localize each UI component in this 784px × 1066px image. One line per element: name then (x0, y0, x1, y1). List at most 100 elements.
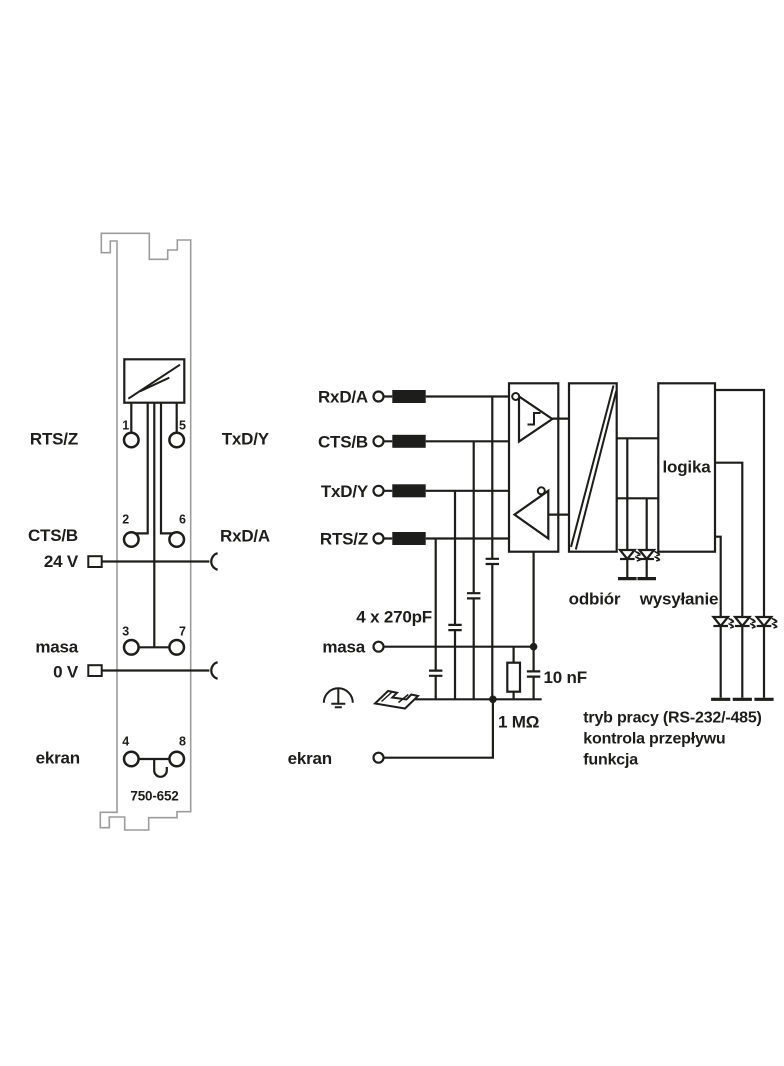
led-icon (638, 548, 662, 563)
input-row-rxd-a (372, 390, 513, 403)
pin-2-contact (122, 530, 140, 549)
terminal-circle (372, 390, 385, 403)
converter-diagonal-line (127, 363, 181, 400)
pin-7-contact (168, 638, 186, 656)
pin-number-1: 1 (122, 419, 129, 433)
wire-mode-2 (715, 461, 744, 617)
branch-capacitors-270pf (429, 396, 499, 700)
terminal-circle (372, 532, 385, 545)
input-label-rxd-a: RxD/A (318, 388, 368, 407)
power-converter-box (123, 358, 186, 404)
ekran-label: ekran (288, 749, 332, 768)
wire-pin6-stem (159, 402, 174, 535)
cap-branch-txd (448, 490, 462, 700)
supply-24v-terminal (87, 552, 219, 571)
module-label-ekran: ekran (36, 748, 80, 767)
input-label-txd-y: TxD/Y (321, 482, 369, 501)
filter-block (392, 484, 426, 498)
module-label-0v: 0 V (53, 662, 79, 681)
note-flow-control: kontrola przepływu (583, 731, 725, 748)
output-node-circle (536, 486, 546, 496)
cap-branch-rts (429, 538, 443, 700)
pin-1-contact (122, 431, 140, 449)
led-icon (712, 615, 736, 630)
receiver-triangle (517, 394, 555, 444)
led-stems (719, 626, 766, 698)
pin-number-5: 5 (179, 419, 186, 433)
module-label-txd-y: TxD/Y (222, 429, 270, 448)
pin-4-contact (122, 750, 140, 768)
pin-number-8: 8 (179, 735, 186, 749)
isolation-block (567, 382, 618, 553)
earth-bus (415, 695, 542, 704)
cap-branch-rxd (485, 396, 499, 700)
led-receive-label: odbiór (569, 589, 621, 608)
masa-label: masa (322, 638, 365, 657)
hysteresis-icon (527, 412, 541, 426)
module-label-24v: 24 V (44, 552, 79, 571)
input-node-circle (511, 392, 521, 401)
status-led-send (616, 497, 662, 581)
supply-square-icon (87, 555, 103, 569)
resistor-1mohm (506, 661, 522, 693)
led-icon (755, 615, 779, 630)
spring-contact-icon (210, 661, 219, 680)
module-label-cts-b: CTS/B (28, 526, 78, 545)
input-label-cts-b: CTS/B (318, 432, 368, 451)
filter-block (392, 434, 426, 448)
logic-label: logika (663, 458, 712, 477)
converter-diagonal-line-2 (139, 376, 170, 393)
wire (616, 437, 659, 550)
note-function: funkcja (583, 752, 638, 769)
filter-block (392, 532, 426, 545)
module-label-rts-z: RTS/Z (30, 429, 78, 448)
isolation-diagonal-1 (570, 385, 615, 548)
pin-number-7: 7 (179, 624, 186, 638)
terminal-circle (372, 435, 385, 448)
capacitor-270pf-label: 4 x 270pF (356, 608, 432, 627)
cap-branch-cts (467, 441, 481, 700)
shield-hook-icon (153, 759, 168, 778)
wire-ekran (383, 699, 494, 759)
spring-contact-icon (210, 552, 219, 571)
wire-pin2-stem (134, 402, 149, 535)
pin-number-6: 6 (179, 512, 186, 526)
module-label-masa: masa (35, 638, 78, 657)
led-icon (618, 548, 642, 563)
capacitor-10nf (526, 646, 541, 700)
supply-0v-terminal (87, 661, 219, 680)
module-drawing: RTS/Z CTS/B 24 V masa 0 V ekran TxD/Y Rx… (28, 232, 270, 831)
pin-number-2: 2 (122, 512, 129, 526)
pin-number-3: 3 (122, 624, 129, 638)
pin-6-contact (168, 530, 186, 549)
pin-3-contact (122, 638, 140, 656)
supply-square-icon (87, 664, 103, 678)
terminal-circle (372, 751, 385, 764)
pin-5-contact (168, 431, 186, 449)
status-led-receive (616, 437, 659, 581)
din-rail-icon (372, 689, 421, 710)
filter-block (392, 390, 426, 403)
wire-mode-1 (715, 388, 766, 617)
led-send-label: wysyłanie (639, 589, 719, 608)
input-row-rts-z (372, 532, 549, 545)
pin-number-4: 4 (122, 735, 129, 749)
note-mode: tryb pracy (RS-232/-485) (583, 710, 761, 727)
module-internal-wiring (130, 402, 178, 778)
wire-mode-3 (715, 535, 722, 617)
module-pin-contacts (122, 431, 186, 768)
module-outline (99, 232, 192, 831)
transceiver-block (507, 382, 569, 553)
part-number: 750-652 (130, 789, 178, 804)
mode-leds (711, 388, 779, 701)
input-row-cts-b (372, 434, 519, 448)
masa-network (372, 551, 541, 700)
logic-block: logika (657, 382, 717, 553)
terminal-circle (372, 484, 385, 497)
input-label-rts-z: RTS/Z (320, 530, 368, 549)
capacitor-10nf-label: 10 nF (544, 668, 587, 687)
ekran-network (372, 699, 494, 764)
earth-ground-icon (322, 687, 354, 709)
